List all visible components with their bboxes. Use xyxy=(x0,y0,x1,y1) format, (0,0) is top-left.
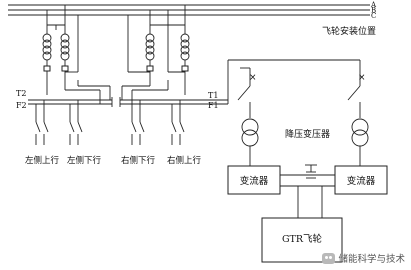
converter-left-label: 变流器 xyxy=(240,175,269,187)
label-f1: F1 xyxy=(208,101,219,110)
bus-label-b: B xyxy=(371,7,376,15)
feeder-switches xyxy=(35,100,185,145)
converter-right xyxy=(334,165,388,195)
flywheel-branch-feed: × × xyxy=(205,59,366,118)
switch-mark-left: × xyxy=(249,73,257,83)
label-t1: T1 xyxy=(208,91,218,100)
switch-mark-right: × xyxy=(358,73,366,83)
watermark: 储能科学与技术 xyxy=(322,251,405,265)
watermark-text: 储能科学与技术 xyxy=(338,254,405,265)
left-traction-transformers xyxy=(42,5,79,80)
bus-label-a: A xyxy=(370,1,377,9)
feeder-label-right-down: 右侧下行 xyxy=(121,155,156,166)
feeder-label-left-up: 左侧上行 xyxy=(25,155,60,166)
right-traction-transformers xyxy=(127,5,190,80)
step-down-transformers xyxy=(241,118,369,166)
step-down-transformer-label: 降压变压器 xyxy=(285,128,330,140)
label-t2: T2 xyxy=(16,89,26,98)
feeder-label-right-up: 右侧上行 xyxy=(167,155,202,166)
feeder-label-left-down: 左侧下行 xyxy=(67,155,102,166)
gtr-flywheel-label: GTR飞轮 xyxy=(282,233,323,245)
flywheel-connections xyxy=(297,186,323,218)
label-f2: F2 xyxy=(16,101,27,110)
wechat-icon xyxy=(322,252,336,264)
three-phase-bus: A B C xyxy=(8,1,377,20)
converter-right-label: 变流器 xyxy=(347,175,376,187)
flywheel-location-label: 飞轮安装位置 xyxy=(322,25,376,37)
converter-left xyxy=(227,165,281,195)
dc-link xyxy=(280,164,335,187)
feeder-interconnections xyxy=(46,80,186,104)
section-bars: T2 F2 T1 F1 xyxy=(16,89,219,110)
bus-label-c: C xyxy=(371,12,376,20)
